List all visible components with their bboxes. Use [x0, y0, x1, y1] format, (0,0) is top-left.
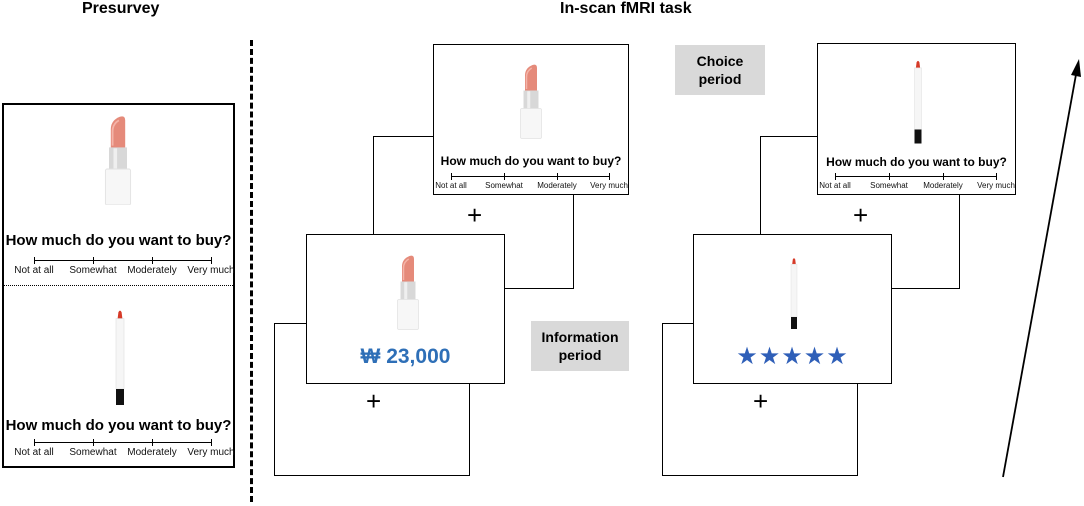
scale-label: Somewhat — [69, 265, 117, 276]
star-rating: ★★★★★ — [736, 343, 849, 370]
scale-label: Moderately — [923, 181, 963, 190]
choice-frame-lipstick: How much do you want to buy? Not at all … — [433, 44, 629, 195]
presurvey-question-2: How much do you want to buy? — [5, 417, 232, 434]
pink-lipstick-icon — [393, 251, 423, 333]
section-divider — [250, 40, 253, 502]
pink-lipstick-icon — [100, 115, 136, 205]
price-label: ₩ 23,000 — [360, 345, 451, 368]
scale-label: Moderately — [537, 181, 577, 190]
red-lip-pencil-icon — [112, 298, 128, 416]
scale-label: Not at all — [435, 181, 467, 190]
information-period-label: Information period — [541, 329, 619, 363]
choice-period-tag: Choice period — [675, 45, 765, 95]
choice-question: How much do you want to buy? — [826, 155, 1007, 169]
information-frame-stars: ★★★★★ — [693, 234, 892, 384]
red-lip-pencil-icon — [911, 54, 925, 149]
pink-lipstick-icon — [516, 63, 546, 139]
red-lip-pencil-icon — [788, 245, 800, 341]
presurvey-question-1: How much do you want to buy? — [5, 232, 232, 249]
scale-label: Very much — [187, 265, 235, 276]
scale-label: Somewhat — [69, 447, 117, 458]
scale-label: Not at all — [819, 181, 851, 190]
presurvey-title: Presurvey — [82, 0, 160, 17]
choice-frame-pencil: How much do you want to buy? Not at all … — [817, 43, 1016, 195]
scale-label: Somewhat — [870, 181, 908, 190]
scale-label: Somewhat — [485, 181, 523, 190]
fixation-cross: + — [853, 200, 869, 230]
presurvey-panel: How much do you want to buy? Not at all … — [2, 103, 235, 468]
scale-label: Not at all — [14, 447, 54, 458]
scale-label: Moderately — [127, 265, 177, 276]
time-arrow-icon — [1002, 59, 1081, 478]
choice-question: How much do you want to buy? — [440, 154, 622, 168]
information-frame-price: ₩ 23,000 — [306, 234, 505, 384]
scale-label: Moderately — [127, 447, 177, 458]
fmri-title: In-scan fMRI task — [560, 0, 692, 17]
scale-label: Not at all — [14, 265, 54, 276]
scale-label: Very much — [590, 181, 628, 190]
scale-label: Very much — [187, 447, 235, 458]
scale-label: Very much — [977, 181, 1015, 190]
fixation-cross: + — [753, 386, 769, 416]
fixation-cross: + — [467, 200, 483, 230]
dotted-divider — [4, 285, 233, 286]
information-period-tag: Information period — [531, 321, 629, 371]
fixation-cross: + — [366, 386, 382, 416]
choice-period-label: Choice period — [696, 53, 744, 87]
